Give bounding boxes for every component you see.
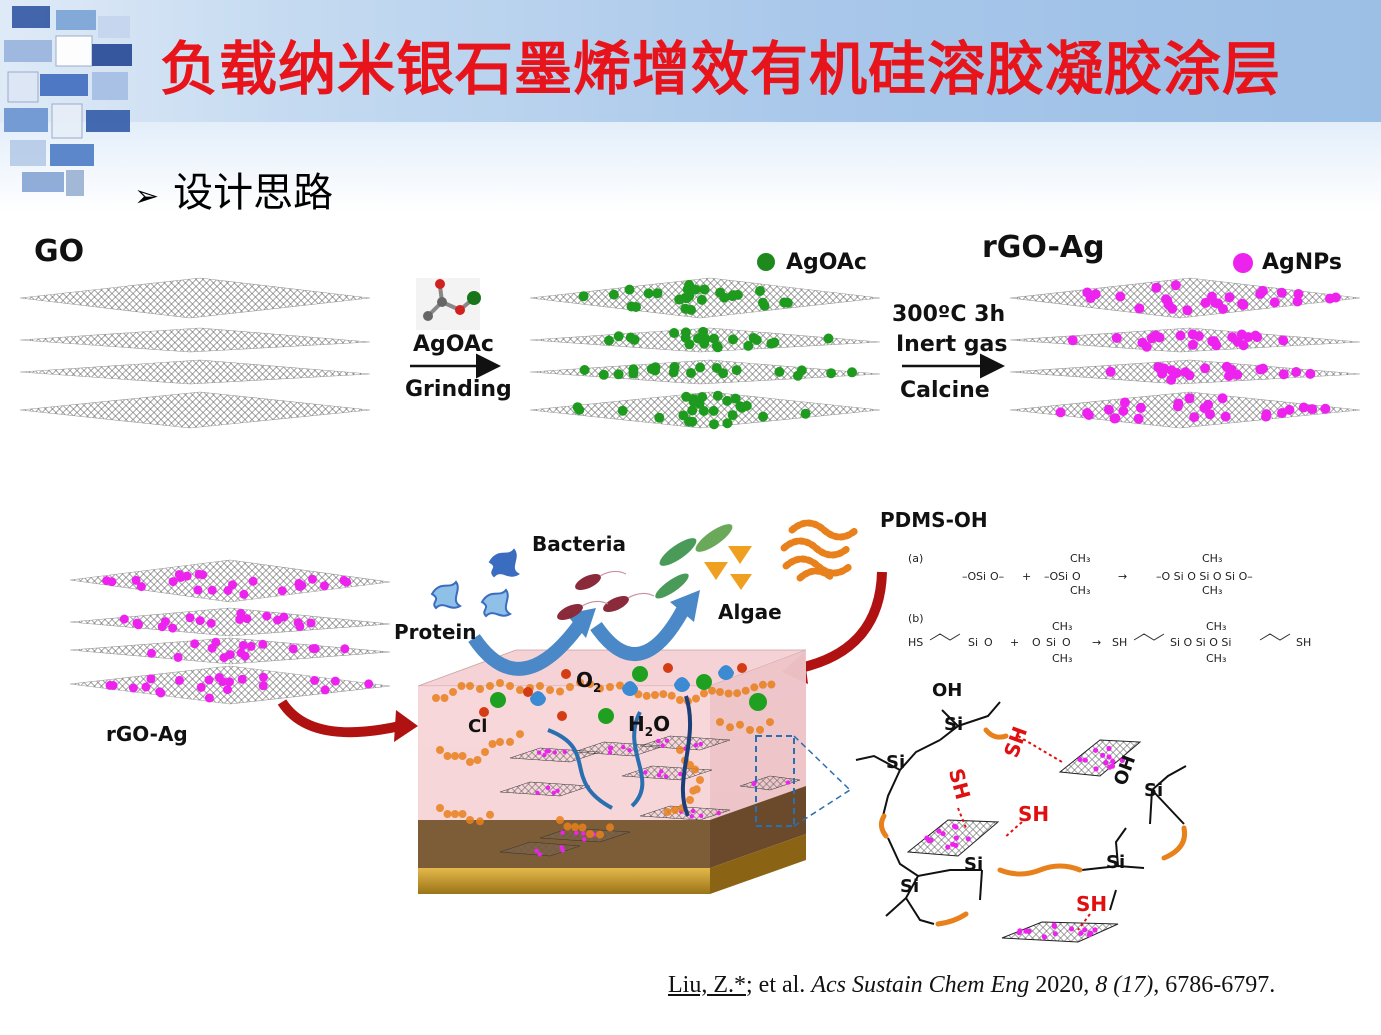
svg-text:CH₃: CH₃	[1206, 652, 1226, 665]
svg-text:O: O	[1072, 570, 1081, 583]
si-network-1: Si	[944, 714, 964, 735]
svg-text:Si O Si O Si: Si O Si O Si	[1170, 636, 1231, 649]
svg-text:O–: O–	[990, 570, 1004, 583]
svg-text:+: +	[1022, 570, 1031, 583]
bacteria-icon	[557, 570, 655, 621]
h2o-text: H	[628, 712, 645, 736]
incorporation-arrow-left	[277, 699, 402, 738]
header-band	[0, 0, 1381, 122]
go-label: GO	[34, 234, 85, 269]
reaction-b-label: (b)	[908, 612, 924, 625]
si-label-3: Si	[968, 636, 978, 649]
sh-label-2: SH	[1296, 636, 1311, 649]
cl-label: Cl	[468, 716, 488, 737]
svg-text:CH₃: CH₃	[1202, 552, 1222, 565]
agnps-sheet-stack	[1009, 277, 1361, 429]
step2-condition-label: 300ºC 3h	[892, 302, 1006, 327]
step2-method-label: Calcine	[900, 378, 990, 403]
logo-cubes-icon	[4, 6, 132, 196]
oh-label-1: OH	[932, 680, 963, 701]
repel-arrow-left	[468, 619, 586, 676]
svg-text:CH₃: CH₃	[1070, 584, 1090, 597]
svg-text:CH₃: CH₃	[1052, 652, 1072, 665]
si-network-6: Si	[1106, 852, 1126, 873]
svg-text:→: →	[1118, 570, 1127, 583]
agoac-legend-label: AgOAc	[786, 250, 867, 275]
o2-subscript: 2	[593, 681, 602, 695]
svg-text:CH₃: CH₃	[1070, 552, 1090, 565]
rgo-ag-bottom-label: rGO-Ag	[106, 722, 188, 746]
citation-etal: ; et al.	[746, 972, 812, 998]
bullet-arrow-icon: ➢	[134, 179, 160, 214]
svg-text:O: O	[1032, 636, 1041, 649]
section-title: 设计思路	[173, 170, 334, 216]
agoac-sheet-stack	[529, 277, 881, 430]
agnps-legend-dot	[1233, 253, 1253, 273]
algae-icon	[655, 524, 752, 599]
algae-label: Algae	[718, 600, 782, 624]
coating-block	[417, 649, 851, 894]
pdms-label: PDMS-OH	[880, 508, 988, 532]
citation-authors: Liu, Z.*	[668, 972, 746, 998]
sh-network-4: SH	[1076, 892, 1108, 916]
agnps-legend-label: AgNPs	[1262, 250, 1343, 275]
svg-text:HS: HS	[908, 636, 923, 649]
svg-text:→: →	[1092, 636, 1101, 649]
citation-journal: Acs Sustain Chem Eng	[811, 972, 1030, 998]
si-network-3: Si	[1144, 780, 1164, 801]
citation: Liu, Z.*; et al. Acs Sustain Chem Eng 20…	[668, 972, 1275, 999]
h2o-tail: O	[653, 712, 671, 736]
si-label-2: Si	[1058, 570, 1068, 583]
agoac-molecule-icon	[416, 278, 481, 330]
rgo-ag-sheet-stack	[69, 559, 391, 705]
o2-text: O	[576, 668, 594, 692]
sh-network-3: SH	[1018, 802, 1050, 826]
h2o-label: H2O	[628, 712, 670, 739]
pdms-chain-icon	[780, 519, 860, 582]
protein-label: Protein	[394, 620, 477, 644]
svg-text:–O: –O	[962, 570, 977, 583]
header-fade	[0, 122, 1381, 212]
product-label: rGO-Ag	[982, 230, 1105, 265]
go-sheet-stack	[19, 277, 371, 429]
step1-method-label: Grinding	[405, 377, 512, 402]
svg-text:CH₃: CH₃	[1202, 584, 1222, 597]
svg-text:–O Si O Si O Si O–: –O Si O Si O Si O–	[1156, 570, 1253, 583]
svg-text:CH₃: CH₃	[1206, 620, 1226, 633]
h2o-subscript: 2	[644, 725, 654, 739]
o2-label: O2	[576, 668, 601, 695]
svg-text:+: +	[1010, 636, 1019, 649]
svg-text:CH₃: CH₃	[1052, 620, 1072, 633]
svg-text:O: O	[984, 636, 993, 649]
bacteria-label: Bacteria	[532, 532, 626, 556]
step2-atmosphere-label: Inert gas	[896, 332, 1008, 357]
svg-text:O: O	[1062, 636, 1071, 649]
si-label-1: Si	[976, 570, 986, 583]
page-title: 负载纳米银石墨烯增效有机硅溶胶凝胶涂层	[160, 35, 1282, 103]
citation-pages: , 6786-6797.	[1153, 972, 1276, 998]
svg-text:–O: –O	[1044, 570, 1059, 583]
si-network-4: Si	[964, 854, 984, 875]
si-label-4: Si	[1046, 636, 1056, 649]
reaction-a-label: (a)	[908, 552, 923, 565]
si-network-2: Si	[886, 752, 906, 773]
step1-reagent-label: AgOAc	[413, 332, 494, 357]
incorporation-arrow-right	[798, 571, 887, 673]
repel-arrow-right	[590, 604, 691, 661]
protein-icon	[430, 548, 520, 618]
agoac-legend-dot	[757, 253, 775, 271]
top-scheme	[19, 253, 1361, 430]
si-network-5: Si	[900, 876, 920, 897]
siloxane-network	[855, 701, 1188, 943]
citation-year: 2020,	[1029, 972, 1096, 998]
citation-volume: 8 (17)	[1095, 972, 1154, 998]
section-heading: ➢ 设计思路	[134, 160, 333, 218]
sh-label-1: SH	[1112, 636, 1127, 649]
